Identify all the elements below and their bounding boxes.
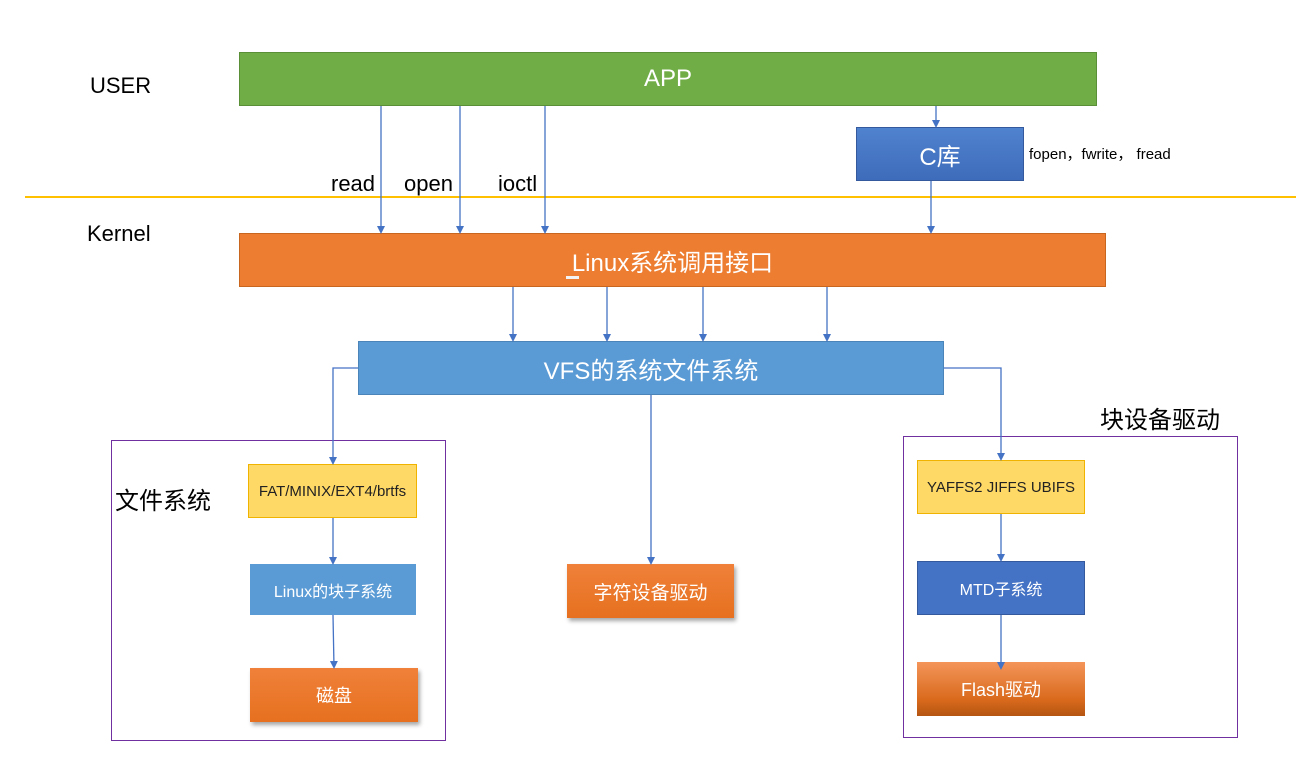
kernel-layer-label: Kernel xyxy=(87,221,151,246)
filesystem-group-border xyxy=(111,440,446,741)
block-driver-group-title: 块设备驱动 xyxy=(1100,407,1220,434)
user-layer-label: USER xyxy=(90,73,152,98)
flash-driver-box: Flash驱动 xyxy=(917,662,1085,716)
text-cursor-mark xyxy=(566,276,579,279)
block-driver-group-border xyxy=(903,436,1238,738)
filesystem-group-title: 文件系统 xyxy=(115,488,211,515)
app-box: APP xyxy=(239,52,1097,106)
arrow-vfs-to-block xyxy=(944,367,1005,461)
c-library-functions-label: fopen，fwrite， fread xyxy=(1029,146,1171,163)
arrow-block-subsystem-to-disk xyxy=(329,614,338,669)
flash-fs-box: YAFFS2 JIFFS UBIFS xyxy=(917,460,1085,514)
c-library-box: C库 xyxy=(856,127,1024,181)
arrow-vfs-to-fs xyxy=(329,367,358,465)
syscall-interface-box: Linux系统调用接口 xyxy=(239,233,1106,287)
fs-types-box: FAT/MINIX/EXT4/brtfs xyxy=(248,464,417,518)
syscall-open-label: open xyxy=(404,171,453,196)
block-subsystem-box: Linux的块子系统 xyxy=(250,564,416,615)
mtd-subsystem-box: MTD子系统 xyxy=(917,561,1085,615)
disk-box: 磁盘 xyxy=(250,668,418,722)
syscall-read-label: read xyxy=(331,171,376,196)
syscall-ioctl-label: ioctl xyxy=(498,171,538,196)
user-kernel-divider xyxy=(25,196,1296,198)
char-driver-box: 字符设备驱动 xyxy=(567,564,734,618)
vfs-box: VFS的系统文件系统 xyxy=(358,341,944,395)
